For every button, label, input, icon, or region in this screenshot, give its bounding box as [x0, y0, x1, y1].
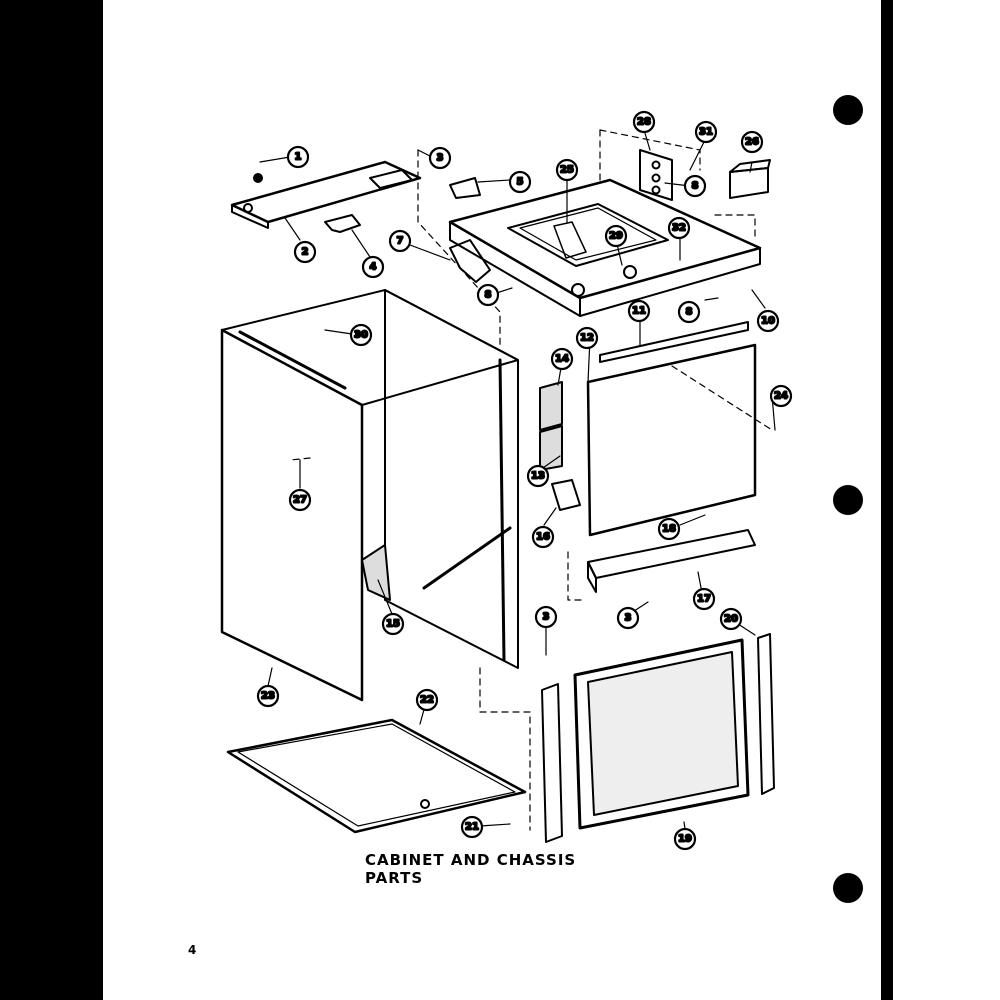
callout-12: 12: [575, 326, 599, 350]
callout-7: 7: [388, 229, 412, 253]
insulation-14: [539, 381, 563, 431]
callout-22: 22: [415, 688, 439, 712]
svg-text:3: 3: [625, 613, 632, 624]
callout-24: 24: [769, 384, 793, 408]
base-pan: [226, 718, 527, 834]
svg-text:5: 5: [517, 177, 524, 188]
callout-27: 27: [288, 488, 312, 512]
svg-text:27: 27: [293, 495, 307, 506]
svg-text:15: 15: [386, 619, 400, 630]
callout-19: 19: [673, 827, 697, 851]
callout-4: 4: [361, 255, 385, 279]
switch-box-26: [729, 159, 771, 199]
control-bracket-28: [639, 149, 673, 201]
callout-16: 16: [531, 525, 555, 549]
svg-text:13: 13: [531, 471, 545, 482]
svg-text:11: 11: [632, 306, 646, 317]
side-rail-right: [757, 633, 775, 795]
callout-3b: 3: [534, 605, 558, 629]
callout-15: 15: [381, 612, 405, 636]
scan-edge-shadow: [881, 0, 893, 1000]
callout-10: 10: [756, 309, 780, 333]
callout-3: 3: [428, 146, 452, 170]
svg-text:8: 8: [485, 290, 492, 301]
cabinet-shell: [220, 289, 519, 702]
svg-text:7: 7: [397, 236, 404, 247]
callout-32: 32: [667, 216, 691, 240]
svg-text:19: 19: [678, 834, 692, 845]
svg-text:31: 31: [699, 127, 713, 138]
callout-11: 11: [627, 299, 651, 323]
callout-13: 13: [526, 464, 550, 488]
svg-text:14: 14: [555, 354, 569, 365]
svg-text:26: 26: [745, 137, 759, 148]
svg-text:18: 18: [662, 524, 676, 535]
callout-20: 20: [719, 607, 743, 631]
side-rail-left: [541, 683, 563, 843]
svg-text:23: 23: [261, 691, 275, 702]
callout-8: 8: [476, 283, 500, 307]
svg-text:29: 29: [609, 231, 623, 242]
svg-text:1: 1: [295, 152, 302, 163]
callout-17: 17: [692, 587, 716, 611]
svg-text:2: 2: [302, 247, 309, 258]
callout-26: 26: [740, 130, 764, 154]
callout-8c: 8: [677, 300, 701, 324]
svg-text:24: 24: [774, 391, 788, 402]
callout-25: 25: [555, 158, 579, 182]
svg-text:28: 28: [637, 117, 651, 128]
callout-8b: 8: [683, 174, 707, 198]
callout-30: 30: [349, 323, 373, 347]
callout-31: 31: [694, 120, 718, 144]
callout-3c: 3: [616, 606, 640, 630]
svg-text:32: 32: [672, 223, 686, 234]
binder-hole-middle: [833, 485, 863, 515]
page-right-margin: [881, 0, 1000, 1000]
bracket-4: [324, 214, 361, 233]
page-number: 4: [188, 943, 197, 957]
svg-text:8: 8: [686, 307, 693, 318]
diagram-caption: CABINET AND CHASSIS PARTS: [365, 851, 577, 887]
binder-hole-top: [833, 95, 863, 125]
svg-text:10: 10: [761, 316, 775, 327]
air-filter: [573, 638, 750, 830]
bracket-7: [449, 239, 491, 283]
svg-text:17: 17: [697, 594, 711, 605]
insulation-13: [539, 425, 563, 471]
svg-text:20: 20: [724, 614, 738, 625]
channel-11: [599, 321, 749, 363]
front-panel: [586, 343, 757, 537]
svg-text:16: 16: [536, 532, 550, 543]
callout-14: 14: [550, 347, 574, 371]
top-cover: [448, 178, 762, 317]
callout-29: 29: [604, 224, 628, 248]
svg-text:22: 22: [420, 695, 434, 706]
svg-text:25: 25: [560, 165, 574, 176]
callout-1: 1: [286, 145, 310, 169]
svg-text:30: 30: [354, 330, 368, 341]
svg-text:21: 21: [465, 822, 479, 833]
callout-23: 23: [256, 684, 280, 708]
svg-text:8: 8: [692, 181, 699, 192]
svg-text:12: 12: [580, 333, 594, 344]
channel-17-lip: [587, 561, 597, 593]
binder-hole-bottom: [833, 873, 863, 903]
callout-18: 18: [657, 517, 681, 541]
mounting-bracket: [230, 160, 422, 229]
svg-text:3: 3: [543, 612, 550, 623]
callout-28: 28: [632, 110, 656, 134]
bracket-16: [551, 479, 581, 511]
svg-text:4: 4: [370, 262, 377, 273]
bracket-5: [449, 177, 481, 199]
callout-5: 5: [508, 170, 532, 194]
callout-21: 21: [460, 815, 484, 839]
svg-text:3: 3: [437, 153, 444, 164]
callout-2: 2: [293, 240, 317, 264]
